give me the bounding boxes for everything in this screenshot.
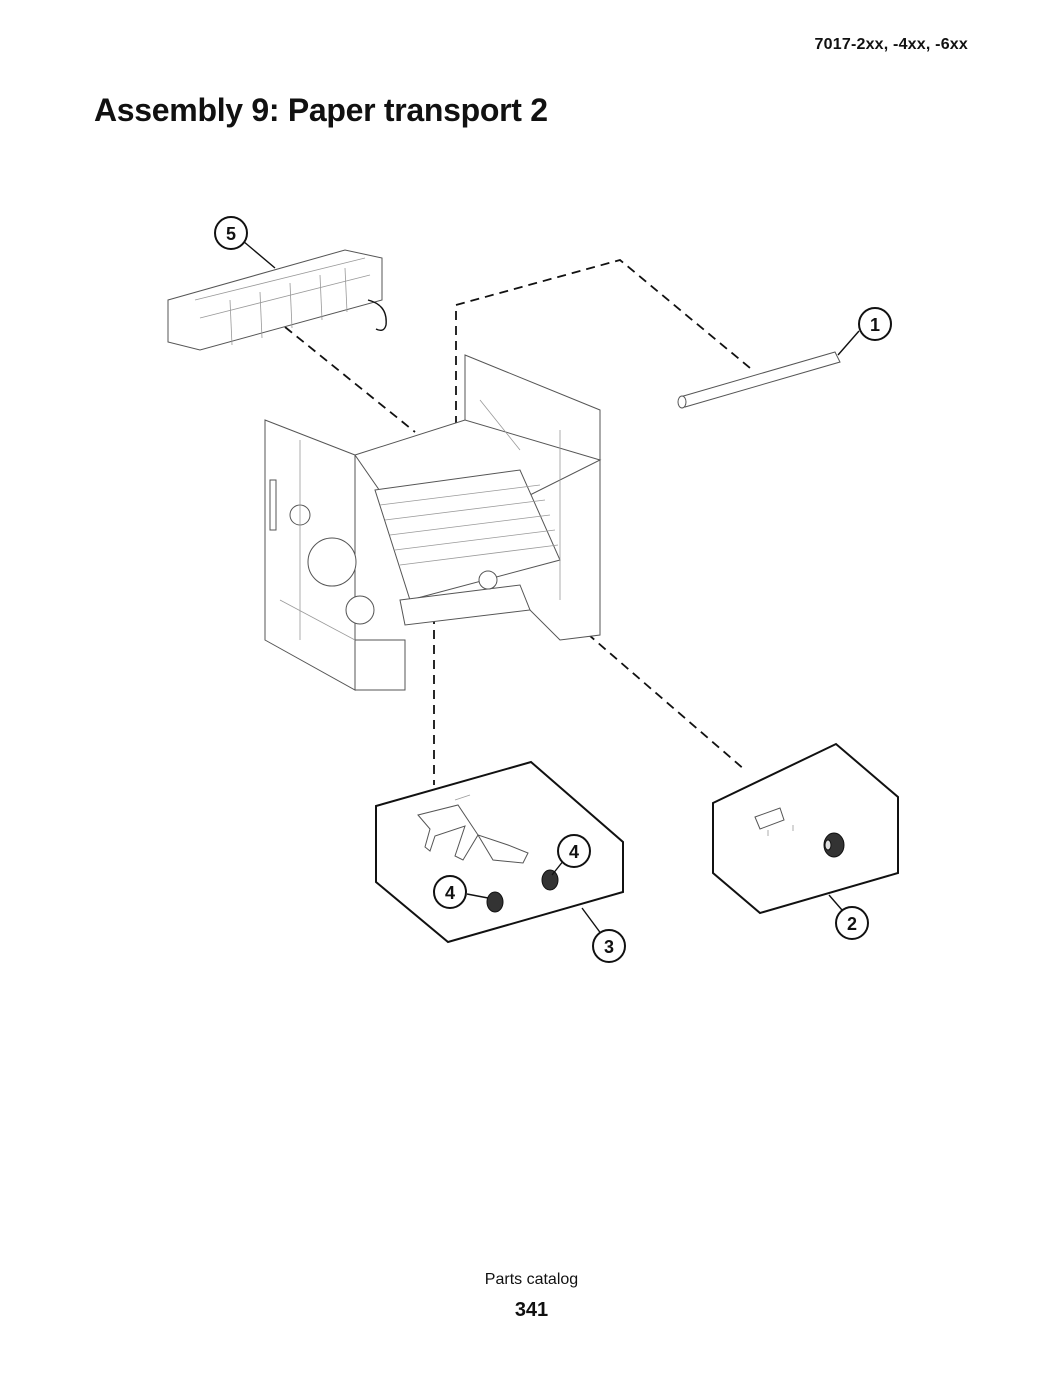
callout-3: 3 [592, 929, 626, 963]
callout-1-number: 1 [870, 315, 880, 335]
callout-4a: 4 [557, 834, 591, 868]
page-title: Assembly 9: Paper transport 2 [94, 92, 548, 128]
callout-2: 2 [835, 906, 869, 940]
part-2-kit-box [712, 742, 899, 915]
part-5-illustration [167, 249, 387, 351]
roller-parts [486, 832, 845, 913]
callout-4b-number: 4 [445, 883, 455, 903]
printer-frame-illustration [264, 354, 602, 691]
callout-2-number: 2 [847, 914, 857, 934]
callout-4a-number: 4 [569, 842, 579, 862]
page-number: 341 [514, 1299, 549, 1321]
callout-5: 5 [214, 216, 248, 250]
part-1-illustration [677, 351, 841, 409]
callout-4b: 4 [433, 875, 467, 909]
model-number: 7017-2xx, -4xx, -6xx [814, 36, 968, 53]
callout-3-number: 3 [604, 937, 614, 957]
callout-5-number: 5 [226, 224, 236, 244]
callout-1: 1 [858, 307, 892, 341]
footer-label: Parts catalog [484, 1271, 579, 1288]
